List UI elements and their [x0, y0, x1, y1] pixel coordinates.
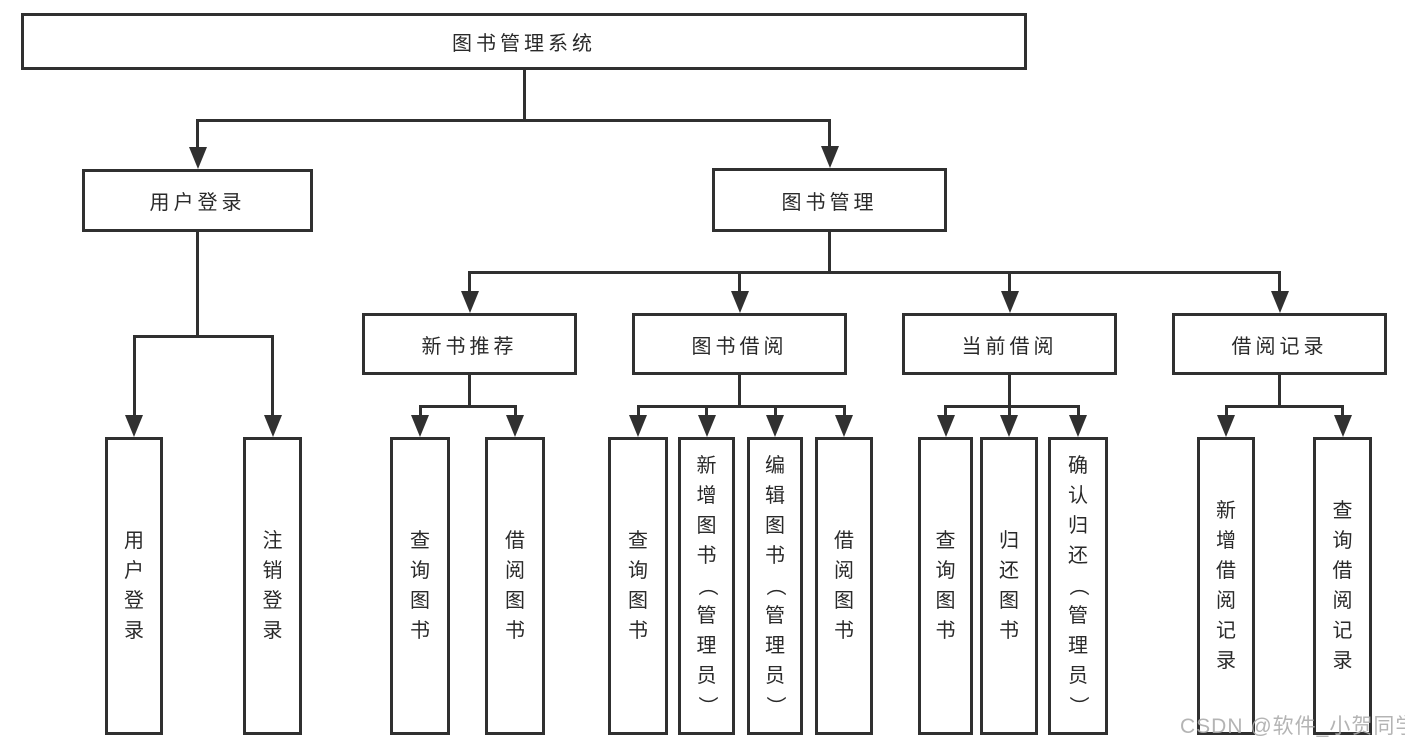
node-current-borrowing: 当前借阅: [902, 313, 1117, 375]
connector-line: [132, 335, 274, 338]
connector-line: [418, 408, 422, 415]
connector-line: [842, 408, 846, 415]
node-query-books: 查询图书: [390, 437, 450, 735]
node-edit-book-admin: 编辑图书（管理员）: [747, 437, 803, 735]
arrowhead-down-icon: [1069, 415, 1087, 437]
arrowhead-down-icon: [835, 415, 853, 437]
arrowhead-down-icon: [1270, 291, 1289, 313]
node-return-books-label: 归还图书: [999, 530, 1019, 642]
connector-line: [636, 405, 846, 408]
connector-line: [513, 408, 517, 415]
node-borrow-books: 借阅图书: [815, 437, 873, 735]
node-new-book-recommend: 新书推荐: [362, 313, 577, 375]
connector-line: [468, 274, 471, 291]
connector-line: [468, 375, 471, 408]
connector-line: [944, 405, 1080, 408]
node-current-borrowing-label: 当前借阅: [961, 335, 1058, 358]
arrowhead-down-icon: [936, 415, 955, 437]
connector-line: [1278, 375, 1281, 408]
node-confirm-return-admin: 确认归还（管理员）: [1048, 437, 1108, 735]
node-query-books-label: 查询图书: [935, 530, 956, 642]
node-borrow-books: 借阅图书: [485, 437, 545, 735]
node-query-books: 查询图书: [918, 437, 973, 735]
arrowhead-down-icon: [263, 415, 282, 437]
arrowhead-down-icon: [460, 291, 479, 313]
connector-line: [1224, 408, 1228, 415]
node-query-borrow-record-label: 查询借阅记录: [1332, 500, 1353, 672]
arrowhead-down-icon: [766, 415, 784, 437]
connector-line: [1007, 408, 1011, 415]
node-user-login-action-label: 用户登录: [124, 530, 144, 642]
arrowhead-down-icon: [1333, 415, 1352, 437]
connector-line: [1224, 405, 1344, 408]
connector-line: [828, 122, 831, 146]
node-query-books: 查询图书: [608, 437, 668, 735]
node-book-borrowing-label: 图书借阅: [691, 335, 788, 358]
connector-line: [1008, 274, 1011, 291]
connector-line: [468, 271, 1281, 274]
arrowhead-down-icon: [1000, 415, 1018, 437]
node-add-book-admin: 新增图书（管理员）: [678, 437, 735, 735]
node-user-login: 用户登录: [82, 169, 313, 232]
node-edit-book-admin-label: 编辑图书（管理员）: [764, 455, 786, 716]
connector-line: [1278, 274, 1281, 291]
arrowhead-down-icon: [820, 146, 839, 168]
arrowhead-down-icon: [411, 415, 429, 437]
node-library-management-system-label: 图书管理系统: [452, 33, 596, 55]
node-query-books-label: 查询图书: [410, 530, 430, 642]
connector-line: [418, 405, 517, 408]
connector-line: [1008, 375, 1011, 408]
connector-line: [1341, 408, 1344, 415]
connector-line: [196, 119, 831, 122]
node-confirm-return-admin-label: 确认归还（管理员）: [1067, 455, 1089, 716]
connector-line: [828, 232, 831, 274]
connector-line: [196, 232, 199, 338]
connector-line: [522, 70, 526, 122]
node-borrow-books-label: 借阅图书: [505, 530, 525, 642]
connector-line: [773, 408, 777, 415]
arrowhead-down-icon: [730, 291, 749, 313]
node-borrowing-records: 借阅记录: [1172, 313, 1387, 375]
watermark-text: CSDN @软件_小贺同学: [1180, 715, 1405, 738]
arrowhead-down-icon: [125, 415, 143, 437]
connector-line: [132, 338, 136, 415]
node-library-management-system: 图书管理系统: [21, 13, 1027, 70]
node-user-login-action: 用户登录: [105, 437, 163, 735]
arrowhead-down-icon: [188, 147, 207, 169]
node-borrow-books-label: 借阅图书: [834, 530, 854, 642]
connector-line: [1076, 408, 1080, 415]
arrowhead-down-icon: [697, 415, 716, 437]
node-book-management: 图书管理: [712, 168, 947, 232]
node-add-borrow-record: 新增借阅记录: [1197, 437, 1255, 735]
node-add-book-admin-label: 新增图书（管理员）: [695, 455, 718, 716]
node-add-borrow-record-label: 新增借阅记录: [1216, 500, 1236, 672]
node-book-management-label: 图书管理: [781, 191, 878, 214]
connector-line: [196, 122, 199, 147]
connector-line: [738, 274, 741, 291]
arrowhead-down-icon: [629, 415, 647, 437]
node-logout-action: 注销登录: [243, 437, 302, 735]
node-book-borrowing: 图书借阅: [632, 313, 847, 375]
arrowhead-down-icon: [1000, 291, 1019, 313]
arrowhead-down-icon: [506, 415, 524, 437]
node-user-login-label: 用户登录: [149, 192, 246, 214]
node-query-borrow-record: 查询借阅记录: [1313, 437, 1372, 735]
node-logout-action-label: 注销登录: [262, 530, 283, 642]
arrowhead-down-icon: [1217, 415, 1235, 437]
connector-line: [738, 375, 741, 408]
connector-line: [271, 338, 274, 415]
node-return-books: 归还图书: [980, 437, 1038, 735]
connector-line: [944, 408, 947, 415]
node-borrowing-records-label: 借阅记录: [1231, 335, 1328, 358]
node-query-books-label: 查询图书: [628, 530, 648, 642]
node-new-book-recommend-label: 新书推荐: [421, 335, 518, 358]
connector-line: [636, 408, 640, 415]
connector-line: [705, 408, 708, 415]
